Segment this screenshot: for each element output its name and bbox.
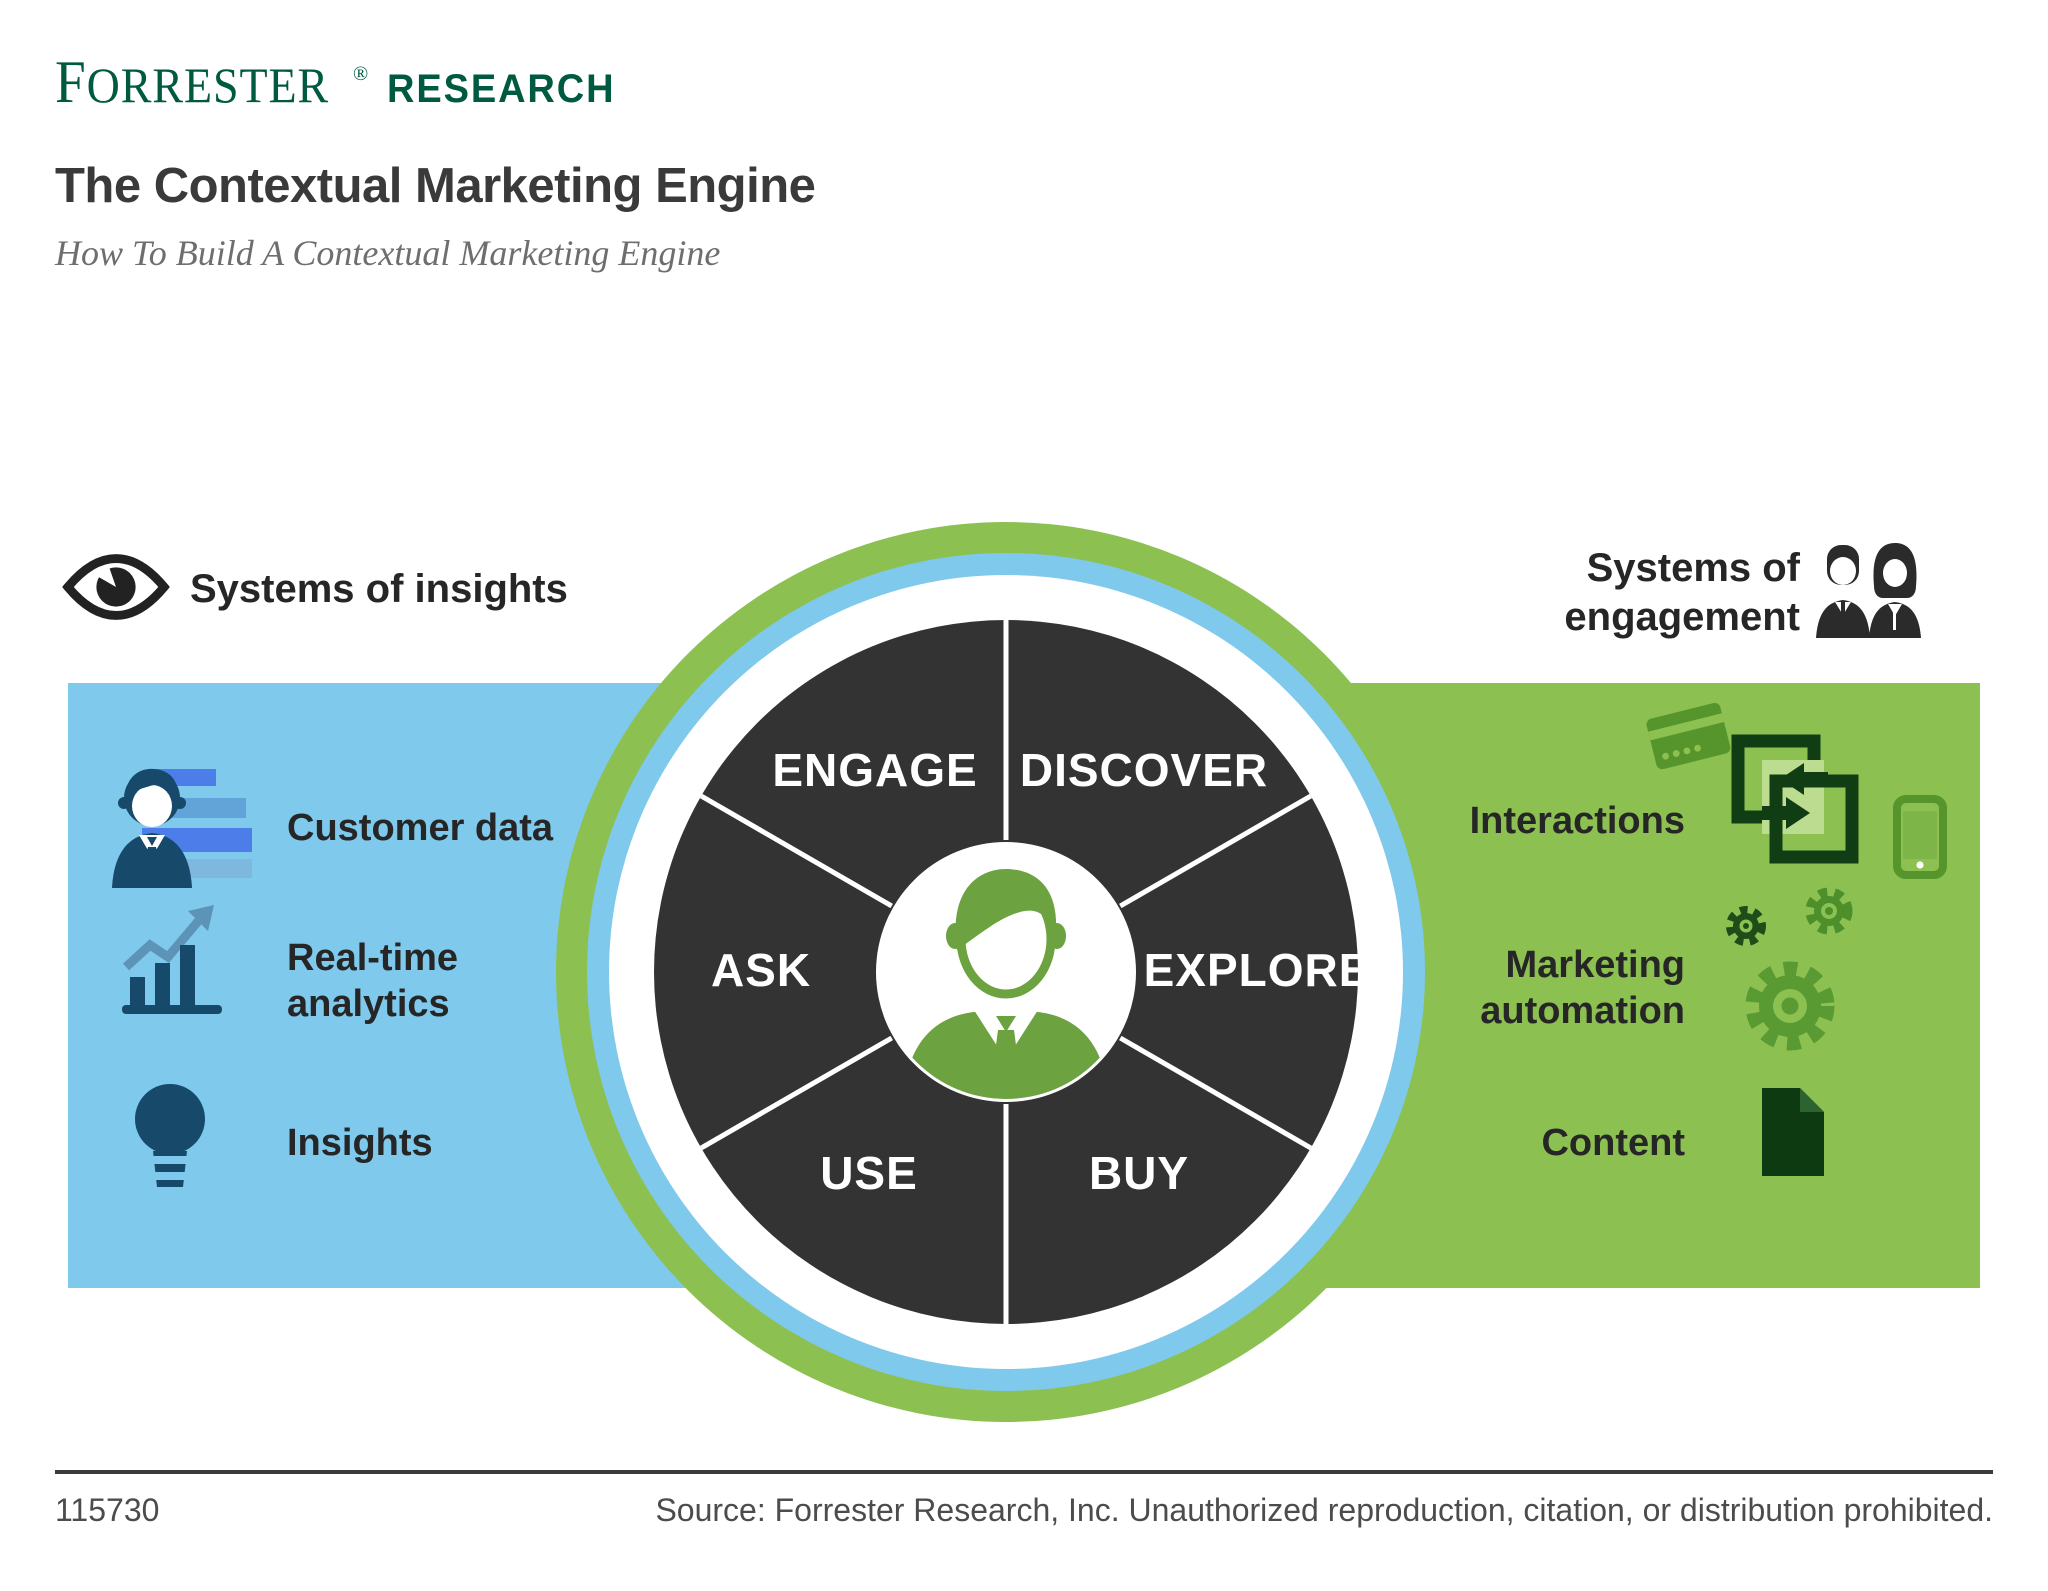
segment-explore: EXPLORE <box>1144 944 1371 996</box>
eye-icon <box>62 552 170 627</box>
page-title: The Contextual Marketing Engine <box>55 159 816 213</box>
customer-data-label: Customer data <box>287 807 554 849</box>
marketing-automation-label: Marketing automation <box>1480 944 1685 1032</box>
forrester-logo-research: RESEARCH <box>386 67 616 111</box>
interchange-screens-icon <box>1726 730 1861 870</box>
segment-discover: DISCOVER <box>1020 744 1268 796</box>
person-icon <box>903 868 1109 1099</box>
systems-of-insights-heading: Systems of insights <box>62 552 568 627</box>
document-icon <box>1762 1088 1824 1181</box>
lightbulb-icon <box>133 1083 207 1194</box>
registered-mark: ® <box>352 63 369 85</box>
smartphone-icon <box>1893 795 1947 884</box>
forrester-logo-brand: FORRESTER <box>55 49 330 115</box>
systems-of-engagement-heading: Systems of engagement <box>1470 540 1922 645</box>
page-subtitle: How To Build A Contextual Marketing Engi… <box>55 233 721 273</box>
segment-buy: BUY <box>1089 1147 1189 1199</box>
interactions-label: Interactions <box>1469 800 1685 842</box>
customer-data-icon <box>112 762 262 893</box>
source-note: Source: Forrester Research, Inc. Unautho… <box>655 1492 1993 1528</box>
forrester-logo: FORRESTER ® RESEARCH <box>55 48 627 117</box>
systems-of-insights-label: Systems of insights <box>190 567 568 611</box>
customer-lifecycle-wheel: ENGAGE DISCOVER ASK EXPLORE USE BUY <box>546 512 1466 1437</box>
realtime-analytics-icon <box>118 903 230 1020</box>
segment-ask: ASK <box>711 944 811 996</box>
systems-of-engagement-label: Systems of engagement <box>1564 545 1800 639</box>
segment-dividers <box>699 620 1313 1324</box>
content-label: Content <box>1541 1122 1685 1164</box>
two-people-icon <box>1814 540 1922 645</box>
insights-label: Insights <box>287 1122 433 1164</box>
segment-engage: ENGAGE <box>772 744 977 796</box>
footer-divider <box>55 1470 1993 1474</box>
credit-card-icon <box>1641 697 1736 780</box>
gears-icon <box>1712 882 1864 1061</box>
realtime-analytics-label: Real-time analytics <box>287 937 459 1025</box>
document-number: 115730 <box>55 1492 160 1528</box>
segment-use: USE <box>820 1147 918 1199</box>
